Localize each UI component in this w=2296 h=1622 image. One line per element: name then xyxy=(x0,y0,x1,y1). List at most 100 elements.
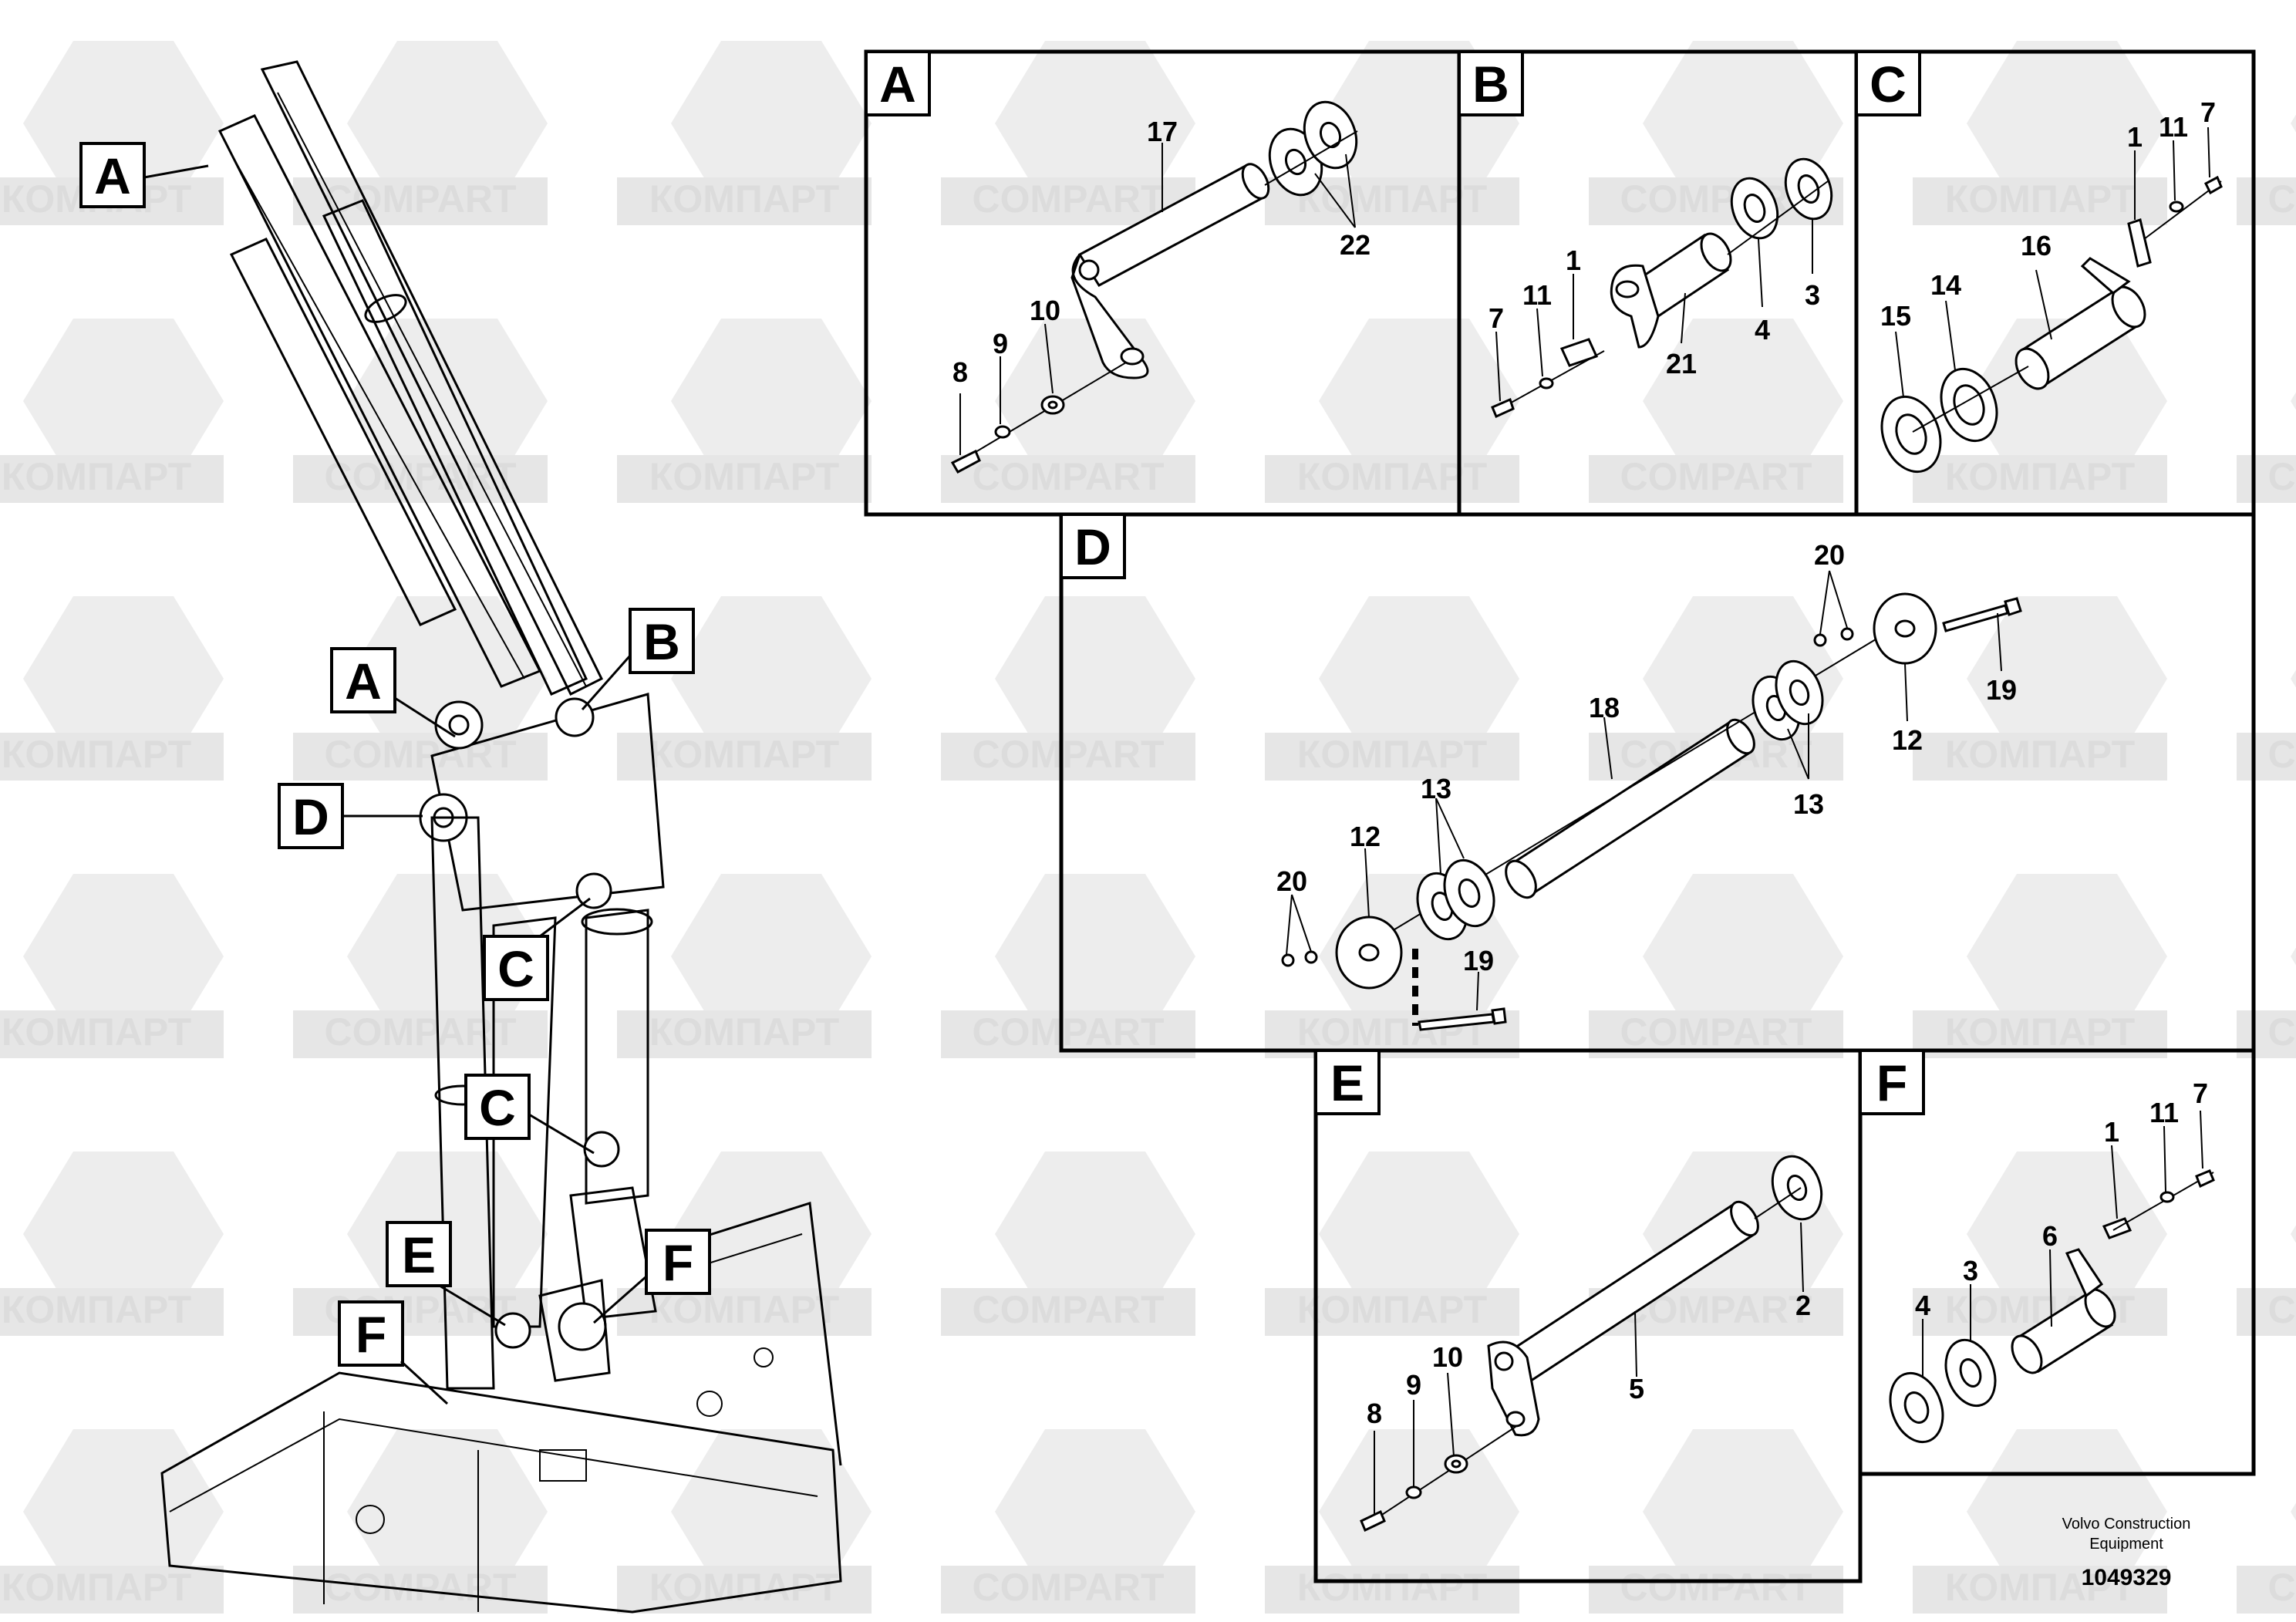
watermark-text: КОМПАРТ xyxy=(649,1288,839,1331)
watermark-band xyxy=(1913,455,2167,503)
watermark-hexagon xyxy=(1319,596,1519,761)
watermark-tile: COMPART xyxy=(1589,874,1843,1058)
watermark-hexagon xyxy=(671,1152,872,1317)
watermark-tile: КОМПАРТ xyxy=(617,874,872,1058)
watermark-tile: КОМПАРТ xyxy=(1913,41,2167,225)
watermark-text: COMPART xyxy=(972,1010,1164,1054)
watermark-text: COMPART xyxy=(2267,733,2296,776)
detail-panel-f: F 1 11 7 6 3 4 xyxy=(1858,1048,2256,1476)
watermark-text: КОМПАРТ xyxy=(649,1010,839,1054)
watermark-text: COMPART xyxy=(972,1288,1164,1331)
svg-text:A: A xyxy=(345,653,382,710)
watermark-band xyxy=(617,1288,872,1336)
svg-text:12: 12 xyxy=(1892,724,1923,756)
watermark-text: КОМПАРТ xyxy=(649,455,839,498)
watermark-band xyxy=(0,1288,224,1336)
callout-box-f-left[interactable]: F xyxy=(338,1300,449,1405)
watermark-tile: COMPART xyxy=(1589,319,1843,503)
watermark-band xyxy=(941,1288,1195,1336)
watermark-text: КОМПАРТ xyxy=(2,1566,191,1609)
svg-text:19: 19 xyxy=(1986,674,2017,706)
watermark-hexagon xyxy=(671,41,872,206)
callout-box-a-mid[interactable]: A xyxy=(330,647,456,738)
svg-text:20: 20 xyxy=(1814,539,1845,571)
watermark-band xyxy=(617,733,872,781)
detail-panel-c: C 1 11 7 16 14 15 xyxy=(1854,49,2256,517)
maker-name-line1: Volvo Construction xyxy=(2062,1516,2191,1533)
watermark-hexagon xyxy=(2291,1225,2296,1243)
watermark-text: COMPART xyxy=(2267,177,2296,221)
maker-name-line2: Equipment xyxy=(2089,1536,2163,1553)
watermark-tile: COMPART xyxy=(941,41,1195,225)
watermark-tile: COMPART xyxy=(2237,1502,2296,1614)
watermark-tile: КОМПАРТ xyxy=(1913,596,2167,781)
svg-text:14: 14 xyxy=(1930,269,1961,301)
boom-overview-drawing xyxy=(160,60,842,1614)
svg-text:15: 15 xyxy=(1880,300,1911,332)
watermark-text: COMPART xyxy=(2267,1288,2296,1331)
watermark-band xyxy=(617,455,872,503)
watermark-hexagon xyxy=(347,319,548,484)
svg-text:5: 5 xyxy=(1629,1373,1644,1404)
watermark-text: COMPART xyxy=(1620,1566,1812,1609)
callout-box-b[interactable]: B xyxy=(581,608,695,710)
watermark-tile: КОМПАРТ xyxy=(1913,874,2167,1058)
watermark-text: КОМПАРТ xyxy=(1945,1566,2135,1609)
watermark-text: COMPART xyxy=(2267,1566,2296,1609)
svg-text:18: 18 xyxy=(1589,692,1620,723)
watermark-text: КОМПАРТ xyxy=(1297,455,1487,498)
callout-box-c-lower[interactable]: C xyxy=(464,1074,595,1155)
svg-text:9: 9 xyxy=(1406,1369,1421,1401)
watermark-hexagon xyxy=(671,596,872,761)
callout-box-c-upper[interactable]: C xyxy=(483,897,591,1001)
watermark-tile: КОМПАРТ xyxy=(1265,1152,1519,1336)
svg-text:19: 19 xyxy=(1463,945,1494,976)
watermark-tile: КОМПАРТ xyxy=(0,319,224,503)
callout-box-a-top[interactable]: A xyxy=(79,142,209,208)
detail-panel-d: D xyxy=(1059,512,2256,1053)
svg-text:10: 10 xyxy=(1432,1341,1463,1373)
watermark-hexagon xyxy=(671,1429,872,1594)
watermark-text: COMPART xyxy=(1620,1010,1812,1054)
svg-text:7: 7 xyxy=(2200,96,2216,128)
watermark-text: COMPART xyxy=(1620,455,1812,498)
svg-text:3: 3 xyxy=(1805,279,1820,311)
watermark-band xyxy=(293,1010,548,1058)
watermark-hexagon xyxy=(2291,669,2296,688)
watermark-hexagon xyxy=(23,319,224,484)
watermark-tile: COMPART xyxy=(1589,1429,1843,1614)
watermark-band xyxy=(617,1010,872,1058)
watermark-text: КОМПАРТ xyxy=(2,733,191,776)
svg-text:9: 9 xyxy=(993,328,1008,359)
svg-text:8: 8 xyxy=(1367,1398,1382,1429)
watermark-text: COMPART xyxy=(2267,1010,2296,1054)
callout-box-e[interactable]: E xyxy=(386,1221,506,1327)
watermark-band xyxy=(617,1566,872,1614)
svg-text:21: 21 xyxy=(1666,348,1697,379)
watermark-band xyxy=(2237,1566,2296,1614)
watermark-hexagon xyxy=(23,874,224,1039)
watermark-hexagon xyxy=(347,1429,548,1594)
svg-text:E: E xyxy=(1330,1054,1364,1111)
callout-box-f-right[interactable]: F xyxy=(593,1229,711,1324)
watermark-text: КОМПАРТ xyxy=(649,177,839,221)
svg-text:10: 10 xyxy=(1030,295,1060,326)
svg-text:1: 1 xyxy=(2104,1116,2119,1148)
watermark-band xyxy=(941,455,1195,503)
watermark-hexagon xyxy=(347,596,548,761)
watermark-text: КОМПАРТ xyxy=(1945,1010,2135,1054)
svg-text:17: 17 xyxy=(1147,116,1178,147)
watermark-tile: КОМПАРТ xyxy=(617,1429,872,1614)
callout-box-d[interactable]: D xyxy=(278,783,423,849)
watermark-band xyxy=(1589,455,1843,503)
watermark-hexagon xyxy=(23,41,224,206)
watermark-hexagon xyxy=(995,874,1195,1039)
svg-text:E: E xyxy=(402,1226,436,1283)
watermark-tile: КОМПАРТ xyxy=(617,319,872,503)
watermark-tile: COMPART xyxy=(941,596,1195,781)
watermark-hexagon xyxy=(1967,1152,2167,1317)
watermark-tile: COMPART xyxy=(2237,947,2296,1058)
watermark-tile: COMPART xyxy=(2237,114,2296,225)
svg-text:D: D xyxy=(1074,518,1111,575)
